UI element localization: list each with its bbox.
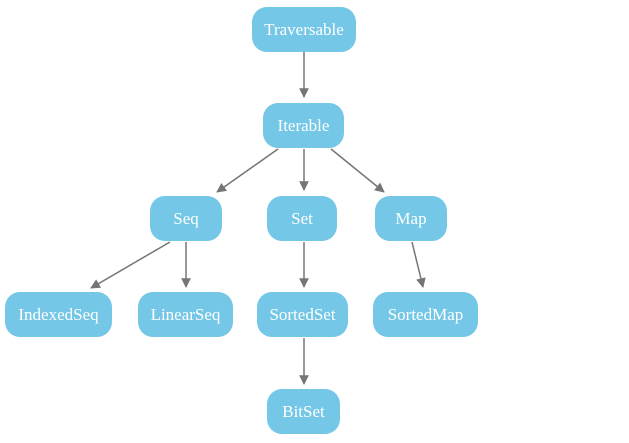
node-map: Map <box>375 196 447 241</box>
node-set: Set <box>267 196 337 241</box>
edge-map-sortedmap <box>411 241 426 288</box>
edge-iterable-seq <box>216 148 279 193</box>
edge-iterable-map <box>330 148 385 193</box>
node-bitset: BitSet <box>267 389 340 434</box>
node-iterable: Iterable <box>263 103 344 148</box>
node-sortedmap: SortedMap <box>373 292 478 337</box>
node-linearseq: LinearSeq <box>138 292 233 337</box>
edge-seq-indexedseq <box>90 241 171 289</box>
node-traversable: Traversable <box>252 7 356 52</box>
node-sortedset: SortedSet <box>257 292 348 337</box>
node-indexedseq: IndexedSeq <box>5 292 112 337</box>
node-seq: Seq <box>150 196 222 241</box>
